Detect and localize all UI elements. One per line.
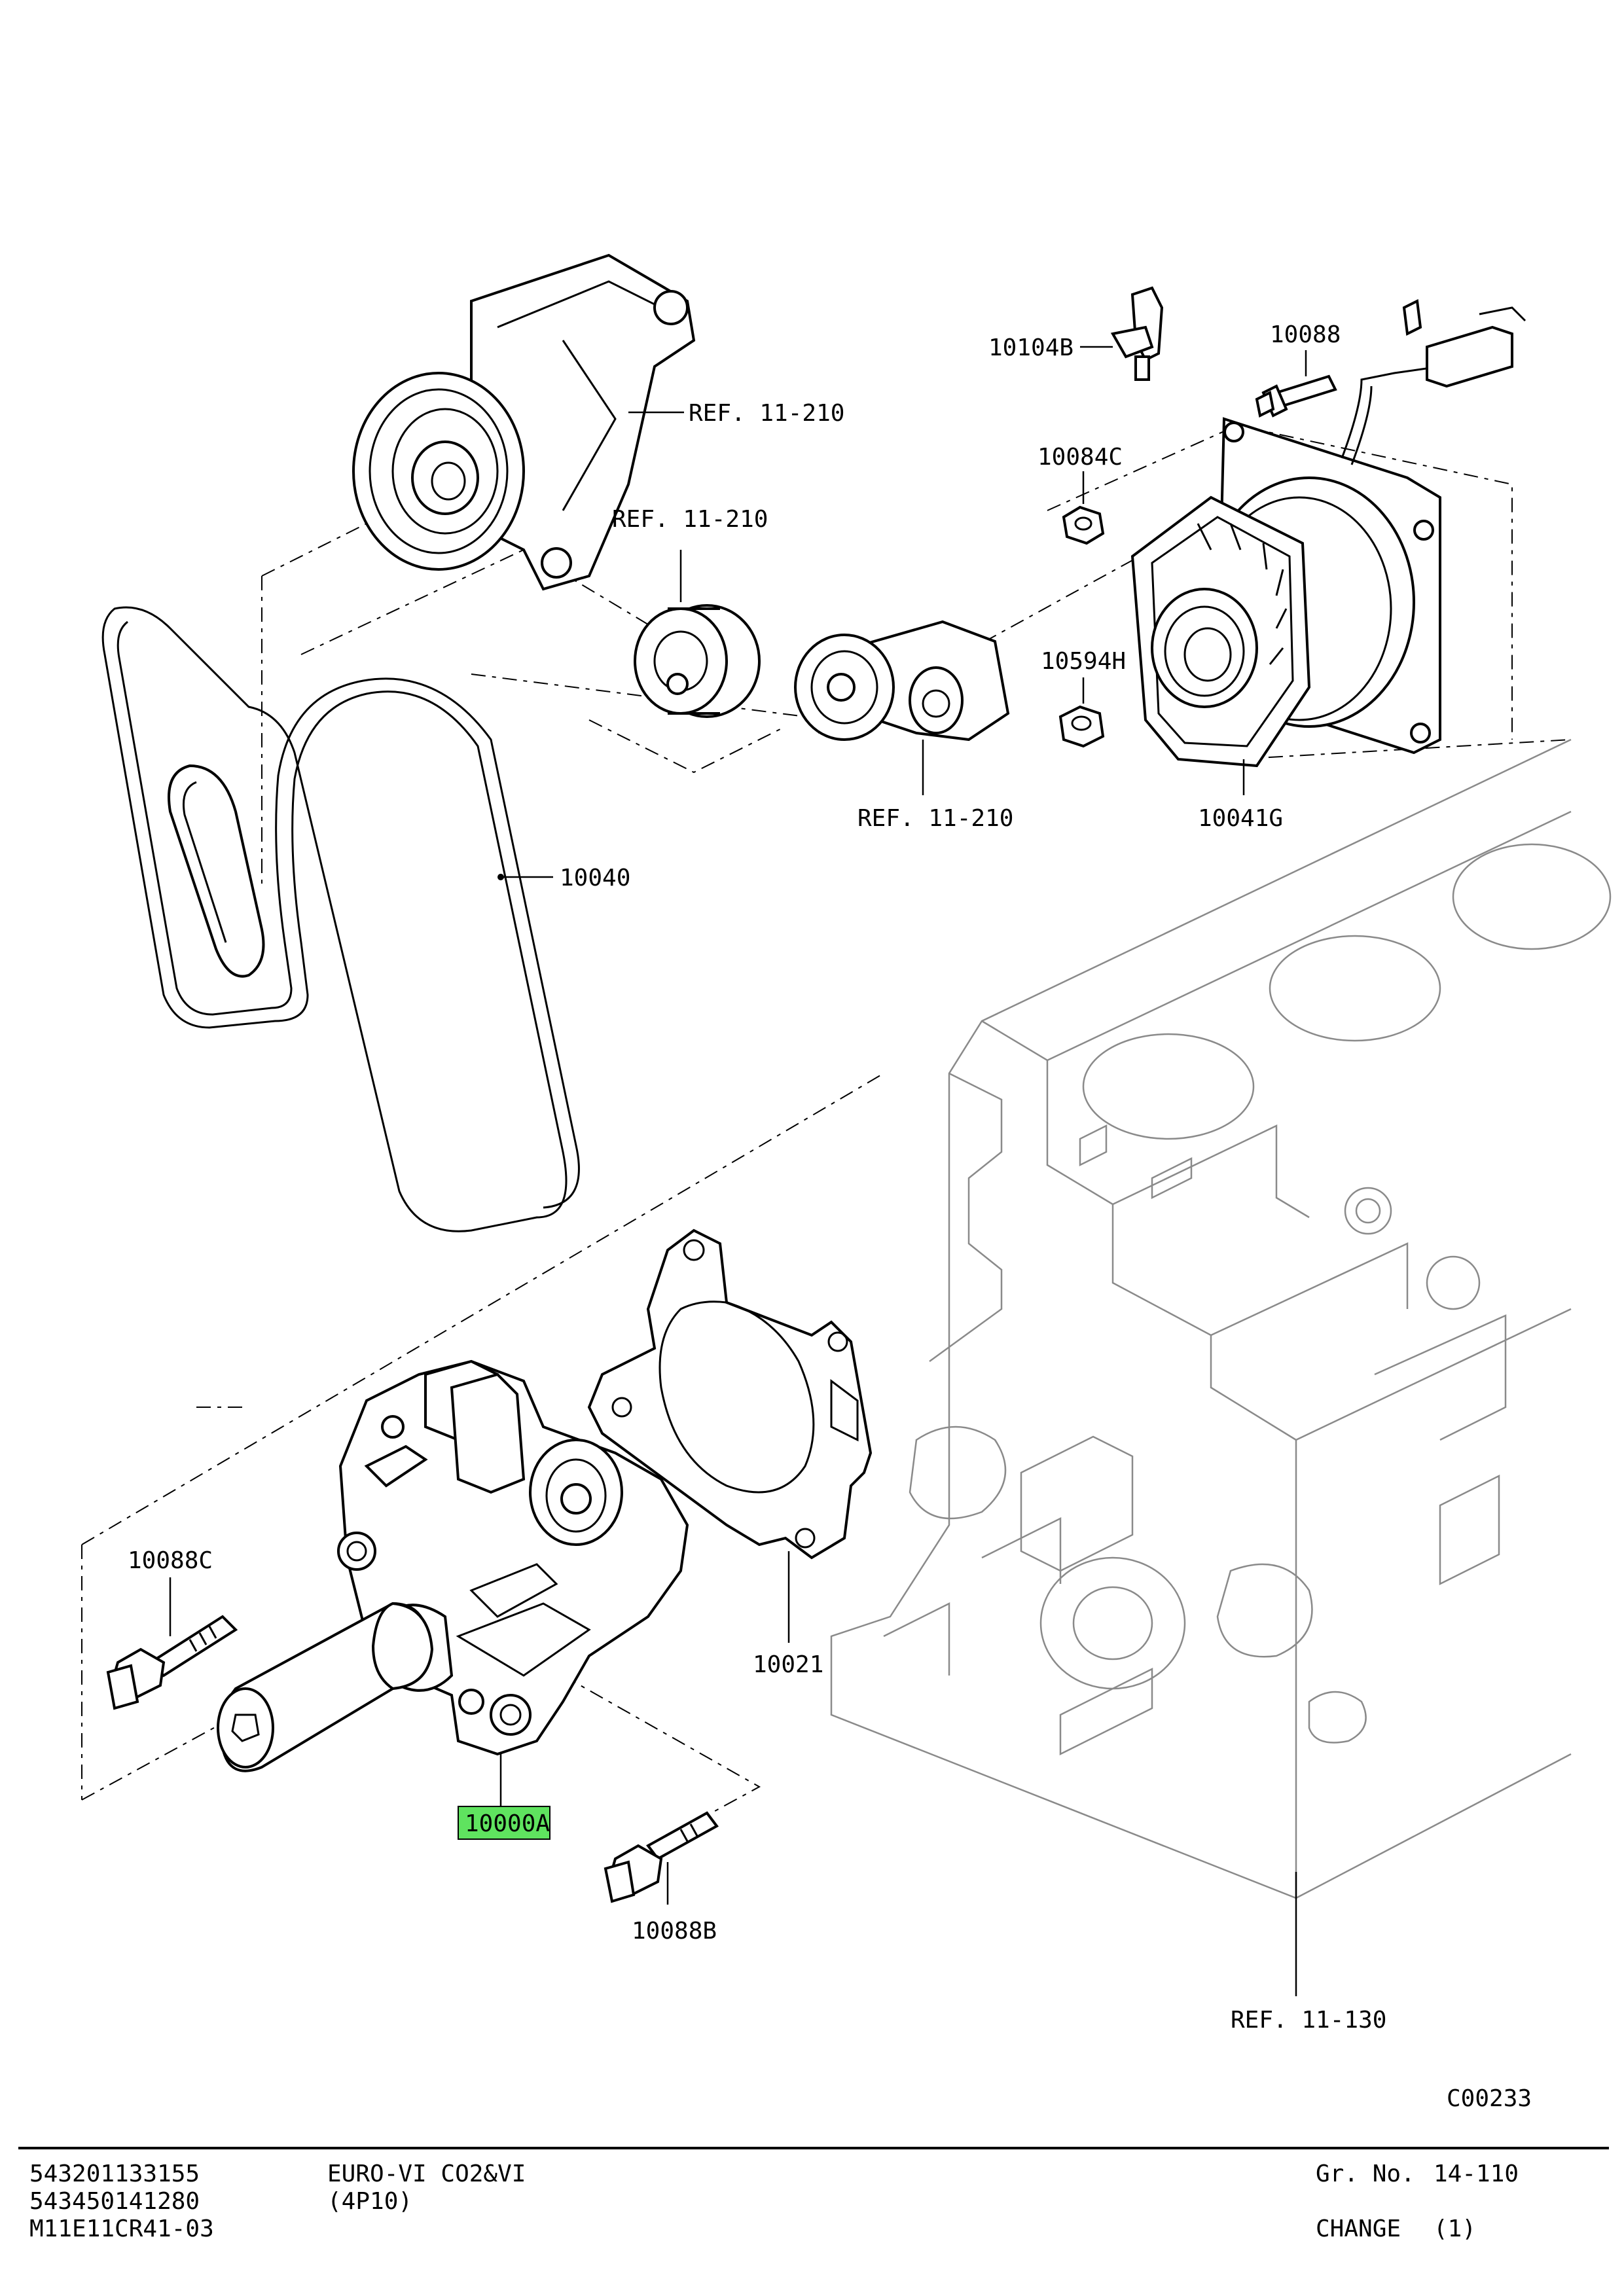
footer-gr-label: Gr. No. — [1316, 2161, 1415, 2187]
label-10088B: 10088B — [632, 1918, 717, 1945]
footer-gr-value: 14-110 — [1434, 2161, 1519, 2187]
footer-code-2: 543450141280 — [29, 2188, 200, 2215]
label-ref-11-210-bottom: REF. 11-210 — [857, 805, 1013, 832]
part-highlight-10000A — [458, 1806, 550, 1840]
label-10084C: 10084C — [1038, 444, 1123, 471]
water-pump — [217, 1359, 689, 1772]
footer-model: (4P10) — [327, 2188, 413, 2215]
clip-10104B — [1110, 286, 1164, 381]
nut-10084C — [1062, 505, 1105, 545]
label-10000A: 10000A — [465, 1810, 550, 1837]
label-ref-11-130: REF. 11-130 — [1231, 2007, 1386, 2034]
title-block: 543201133155 543450141280 M11E11CR41-03 … — [0, 2147, 1624, 2296]
label-10594H: 10594H — [1041, 648, 1126, 675]
idler-roller — [634, 604, 761, 718]
label-10104B: 10104B — [988, 334, 1074, 361]
bolt-10088 — [1255, 374, 1337, 418]
label-10040: 10040 — [560, 865, 630, 891]
idler-pulley-bracket — [352, 253, 696, 591]
image-code: C00233 — [1447, 2085, 1532, 2112]
footer-engine: EURO-VI CO2&VI — [327, 2161, 526, 2187]
label-10088C: 10088C — [128, 1547, 213, 1574]
footer-change-label: CHANGE — [1316, 2215, 1401, 2242]
label-10088: 10088 — [1270, 321, 1341, 348]
gasket — [587, 1229, 873, 1560]
footer-code-3: M11E11CR41-03 — [29, 2215, 214, 2242]
footer-divider — [18, 2147, 1609, 2149]
alternator — [1130, 298, 1526, 768]
nut-10594H — [1058, 705, 1105, 748]
label-ref-11-210-mid: REF. 11-210 — [612, 506, 768, 533]
label-10041G: 10041G — [1198, 805, 1283, 832]
drive-belt — [101, 606, 580, 1232]
label-10021: 10021 — [753, 1651, 823, 1678]
label-ref-11-210-top: REF. 11-210 — [689, 400, 844, 427]
belt-tensioner — [794, 620, 1010, 742]
footer-code-1: 543201133155 — [29, 2161, 200, 2187]
engine-block — [830, 738, 1612, 1899]
bolt-10088C — [106, 1615, 238, 1710]
bolt-10088B — [604, 1811, 719, 1903]
footer-change-value: (1) — [1434, 2215, 1477, 2242]
